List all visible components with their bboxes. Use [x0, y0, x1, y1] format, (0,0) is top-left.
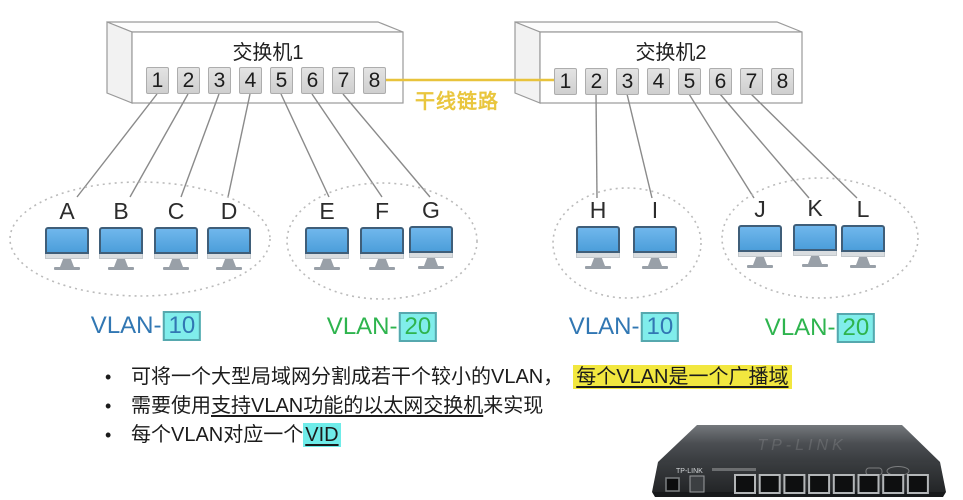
computer-label: A — [59, 198, 75, 224]
bullet-icon: • — [105, 425, 112, 445]
vlan-group-ellipses — [9, 177, 919, 300]
note-item-2: • 需要使用支持VLAN功能的以太网交换机来实现 — [105, 395, 935, 417]
cyan-highlight: VID — [303, 423, 341, 447]
vlan-prefix: VLAN- — [326, 313, 398, 340]
switch1-title: 交换机1 — [232, 42, 304, 64]
computer-label: F — [374, 198, 390, 224]
vlan-prefix: VLAN- — [568, 313, 640, 340]
switch1-port-3: 3 — [208, 67, 231, 94]
switch1-port-8: 8 — [363, 67, 386, 94]
switch2-connection-lines — [595, 93, 858, 199]
computer-l: L — [839, 196, 887, 268]
switch2-port-8: 8 — [771, 68, 794, 95]
computer-icon — [154, 227, 198, 270]
switch-device-photo: TP-LINK TP-LINK — [652, 425, 946, 497]
computer-icon — [738, 225, 782, 268]
computer-f: F — [358, 198, 406, 270]
switch2-box-shape — [514, 21, 803, 104]
switch1-port-6: 6 — [301, 67, 324, 94]
computer-k: K — [791, 195, 839, 267]
switch1-port-1: 1 — [146, 67, 169, 94]
computer-label: L — [856, 196, 870, 222]
computer-icon — [841, 225, 885, 268]
computer-b: B — [97, 198, 145, 270]
computer-h: H — [574, 197, 622, 269]
vlan-label-20-left: VLAN-20 — [326, 312, 438, 342]
switch2-port-3: 3 — [616, 68, 639, 95]
switch2-port-7: 7 — [740, 68, 763, 95]
vlan-id-badge: 20 — [836, 313, 876, 343]
computer-icon — [207, 227, 251, 270]
vlan-id-badge: 10 — [640, 312, 680, 342]
computer-icon — [576, 226, 620, 269]
vlan-prefix: VLAN- — [764, 314, 836, 341]
computer-icon — [409, 226, 453, 269]
device-top-face — [658, 425, 940, 462]
switch2-port-2: 2 — [585, 68, 608, 95]
computer-label: J — [754, 196, 766, 222]
switch1-port-4: 4 — [239, 67, 262, 94]
bullet-icon: • — [105, 367, 112, 387]
notes-list: • 可将一个大型局域网分割成若干个较小的VLAN，每个VLAN是一个广播域 • … — [105, 365, 935, 453]
vlan-prefix: VLAN- — [90, 312, 162, 339]
computer-j: J — [736, 196, 784, 268]
computer-c: C — [152, 198, 200, 270]
device-power-socket — [665, 477, 680, 492]
computer-label: I — [651, 197, 659, 223]
device-brand-front: TP-LINK — [676, 468, 703, 475]
computer-icon — [99, 227, 143, 270]
computer-icon — [793, 224, 837, 267]
underlined-text: 支持VLAN功能的以太网交换机 — [211, 395, 484, 417]
switch2-port-6: 6 — [709, 68, 732, 95]
computer-label: D — [220, 198, 238, 224]
trunk-link-label: 干线链路 — [415, 91, 499, 113]
note-text: 可将一个大型局域网分割成若干个较小的VLAN，每个VLAN是一个广播域 — [131, 365, 792, 389]
switch2-title: 交换机2 — [635, 42, 707, 64]
vlan-label-10-left: VLAN-10 — [90, 311, 202, 341]
switch2-port-5: 5 — [678, 68, 701, 95]
switch1-port-7: 7 — [332, 67, 355, 94]
vlan-id-badge: 20 — [398, 312, 438, 342]
device-sticker — [689, 475, 705, 493]
computer-g: G — [407, 197, 455, 269]
switch1-port-5: 5 — [270, 67, 293, 94]
device-model-bar — [712, 468, 756, 471]
switch2-port-4: 4 — [647, 68, 670, 95]
computer-d: D — [205, 198, 253, 270]
computer-icon — [305, 227, 349, 270]
vlan-label-10-right: VLAN-10 — [568, 312, 680, 342]
computer-label: G — [422, 197, 440, 223]
vlan-id-badge: 10 — [162, 311, 202, 341]
note-text: 需要使用支持VLAN功能的以太网交换机来实现 — [131, 395, 544, 417]
computer-icon — [360, 227, 404, 270]
device-ethernet-ports — [734, 474, 929, 494]
computer-label: E — [319, 198, 335, 224]
device-brand-embossed: TP-LINK — [757, 437, 846, 454]
bullet-icon: • — [105, 396, 112, 416]
computer-label: B — [113, 198, 129, 224]
computer-e: E — [303, 198, 351, 270]
computer-label: H — [589, 197, 607, 223]
yellow-highlight: 每个VLAN是一个广播域 — [573, 365, 792, 389]
computer-icon — [45, 227, 89, 270]
switch1-port-2: 2 — [177, 67, 200, 94]
computer-icon — [633, 226, 677, 269]
computer-label: K — [807, 195, 823, 221]
vlan-label-20-right: VLAN-20 — [764, 313, 876, 343]
computer-a: A — [43, 198, 91, 270]
switch1-connection-lines — [76, 93, 431, 198]
note-item-1: • 可将一个大型局域网分割成若干个较小的VLAN，每个VLAN是一个广播域 — [105, 365, 935, 389]
switch2-port-1: 1 — [554, 68, 577, 95]
computer-i: I — [631, 197, 679, 269]
computer-label: C — [167, 198, 185, 224]
